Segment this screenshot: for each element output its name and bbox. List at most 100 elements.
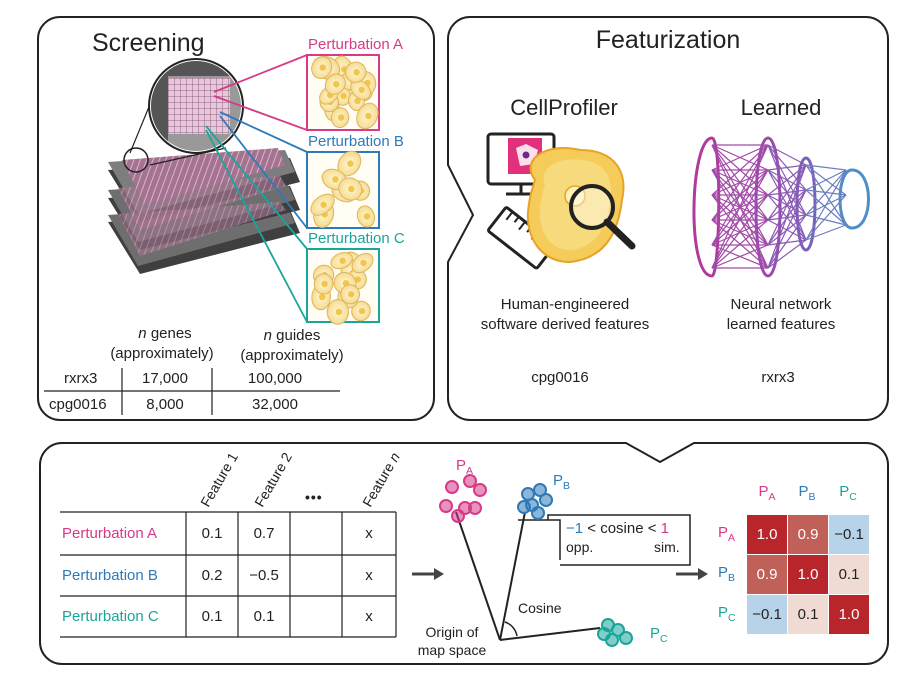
cell-nucleus <box>339 257 346 264</box>
cell-nucleus <box>365 112 372 120</box>
cluster-point <box>517 500 531 514</box>
nn-edge <box>767 164 807 221</box>
analysis-panel <box>39 442 889 665</box>
matrix-cell <box>788 515 828 554</box>
matrix-row-a: PA <box>718 524 736 544</box>
cluster-point <box>539 493 553 507</box>
screening-panel <box>37 16 435 421</box>
similarity-matrix-cells <box>747 515 869 634</box>
cluster-c-points <box>597 618 633 647</box>
plate-stack-icon <box>108 148 300 274</box>
magnifier-icon <box>123 58 244 173</box>
matrix-row-b: PB <box>718 564 736 584</box>
nn-edge <box>711 219 769 246</box>
cellprofiler-title: CellProfiler <box>510 95 618 120</box>
cellprofiler-desc-1: Human-engineered <box>500 296 630 313</box>
nn-edge <box>805 164 847 171</box>
cell-nucleus <box>321 280 328 288</box>
nn-edge <box>767 144 807 166</box>
matrix-cell <box>788 555 828 594</box>
nn-edge <box>805 224 847 241</box>
nn-edge <box>711 244 769 269</box>
cell-nucleus <box>347 291 355 298</box>
cell-nucleus <box>353 69 360 76</box>
cluster-point <box>533 483 547 497</box>
cell-a-2: 0.7 <box>253 525 275 542</box>
matrix-cell <box>829 515 869 554</box>
row-cpg0016-genes: 8,000 <box>146 396 184 413</box>
matrix-value: 1.0 <box>797 566 819 583</box>
arrow-to-matrix-icon <box>676 568 708 580</box>
cells-image-c <box>308 250 378 325</box>
cell-nucleus <box>347 160 354 167</box>
cellprofiler-dataset: cpg0016 <box>531 369 589 386</box>
cluster-point <box>611 623 625 637</box>
row-rxrx3-name: rxrx3 <box>64 370 98 387</box>
features-table-grid <box>60 511 397 638</box>
matrix-value: 1.0 <box>756 526 778 543</box>
nn-edge <box>805 189 847 226</box>
cell-nucleus <box>358 86 365 93</box>
nn-edge <box>767 189 807 269</box>
cellprofiler-desc-2: software derived features <box>480 316 650 333</box>
table-row-a-label: Perturbation A <box>62 525 158 542</box>
row-cpg0016-guides: 32,000 <box>252 396 298 413</box>
row-cpg0016-name: cpg0016 <box>49 396 107 413</box>
cell-b-n: x <box>365 567 373 584</box>
matrix-col-c: PC <box>839 483 857 503</box>
nn-edge <box>711 144 769 221</box>
matrix-value: −0.1 <box>834 526 864 543</box>
nn-edge <box>767 164 807 269</box>
matrix-value: −0.1 <box>752 606 782 623</box>
cluster-point <box>531 506 545 520</box>
table-row-c-label: Perturbation C <box>62 608 159 625</box>
point-a-label: PA <box>456 457 474 477</box>
genes-header-approx: (approximately) <box>110 345 214 362</box>
row-rxrx3-guides: 100,000 <box>247 370 303 387</box>
cluster-point <box>445 480 459 494</box>
matrix-value: 1.0 <box>838 606 860 623</box>
cell-nucleus <box>354 276 362 283</box>
nn-edge <box>767 214 807 269</box>
nn-edge <box>767 164 807 171</box>
cluster-point <box>473 483 487 497</box>
table-row-b-label: Perturbation B <box>62 567 158 584</box>
cell-nucleus <box>319 64 326 71</box>
cluster-point <box>619 631 633 645</box>
feature-ellipsis: ••• <box>305 489 323 505</box>
cluster-b-points <box>517 483 553 520</box>
cosine-label: Cosine <box>518 600 562 616</box>
nn-edge <box>711 169 769 269</box>
matrix-value: 0.9 <box>756 566 778 583</box>
matrix-col-b: PB <box>798 483 816 503</box>
matrix-cell <box>829 595 869 634</box>
nn-layer-3 <box>795 156 817 252</box>
cells-image-b <box>308 150 378 228</box>
guides-header: n guides <box>263 327 321 344</box>
screening-title: Screening <box>92 29 205 57</box>
cell-nucleus <box>337 114 345 121</box>
genes-header: n genes <box>138 325 192 342</box>
cell-nucleus <box>332 176 339 183</box>
cells-image-a <box>308 55 379 130</box>
nn-layer-1 <box>692 136 721 278</box>
learned-desc-2: learned features <box>726 316 836 333</box>
guides-header-approx: (approximately) <box>240 347 344 364</box>
nn-edge <box>767 164 807 196</box>
cell-b-2: −0.5 <box>249 567 279 584</box>
nn-edge <box>711 219 769 269</box>
cell-nucleus <box>354 97 361 105</box>
callout-a <box>213 54 380 131</box>
origin-label-2: map space <box>417 642 487 658</box>
cell-nucleus <box>340 92 347 100</box>
featurization-panel <box>447 16 889 421</box>
matrix-row-c: PC <box>718 604 736 624</box>
cosine-range: −1 < cosine < 1 <box>566 520 670 537</box>
cluster-point <box>463 474 477 488</box>
nn-edge <box>805 169 847 241</box>
learned-desc-1: Neural network <box>730 296 832 313</box>
cluster-point <box>468 501 482 515</box>
cell-nucleus <box>333 81 340 88</box>
nn-edge <box>767 164 807 246</box>
